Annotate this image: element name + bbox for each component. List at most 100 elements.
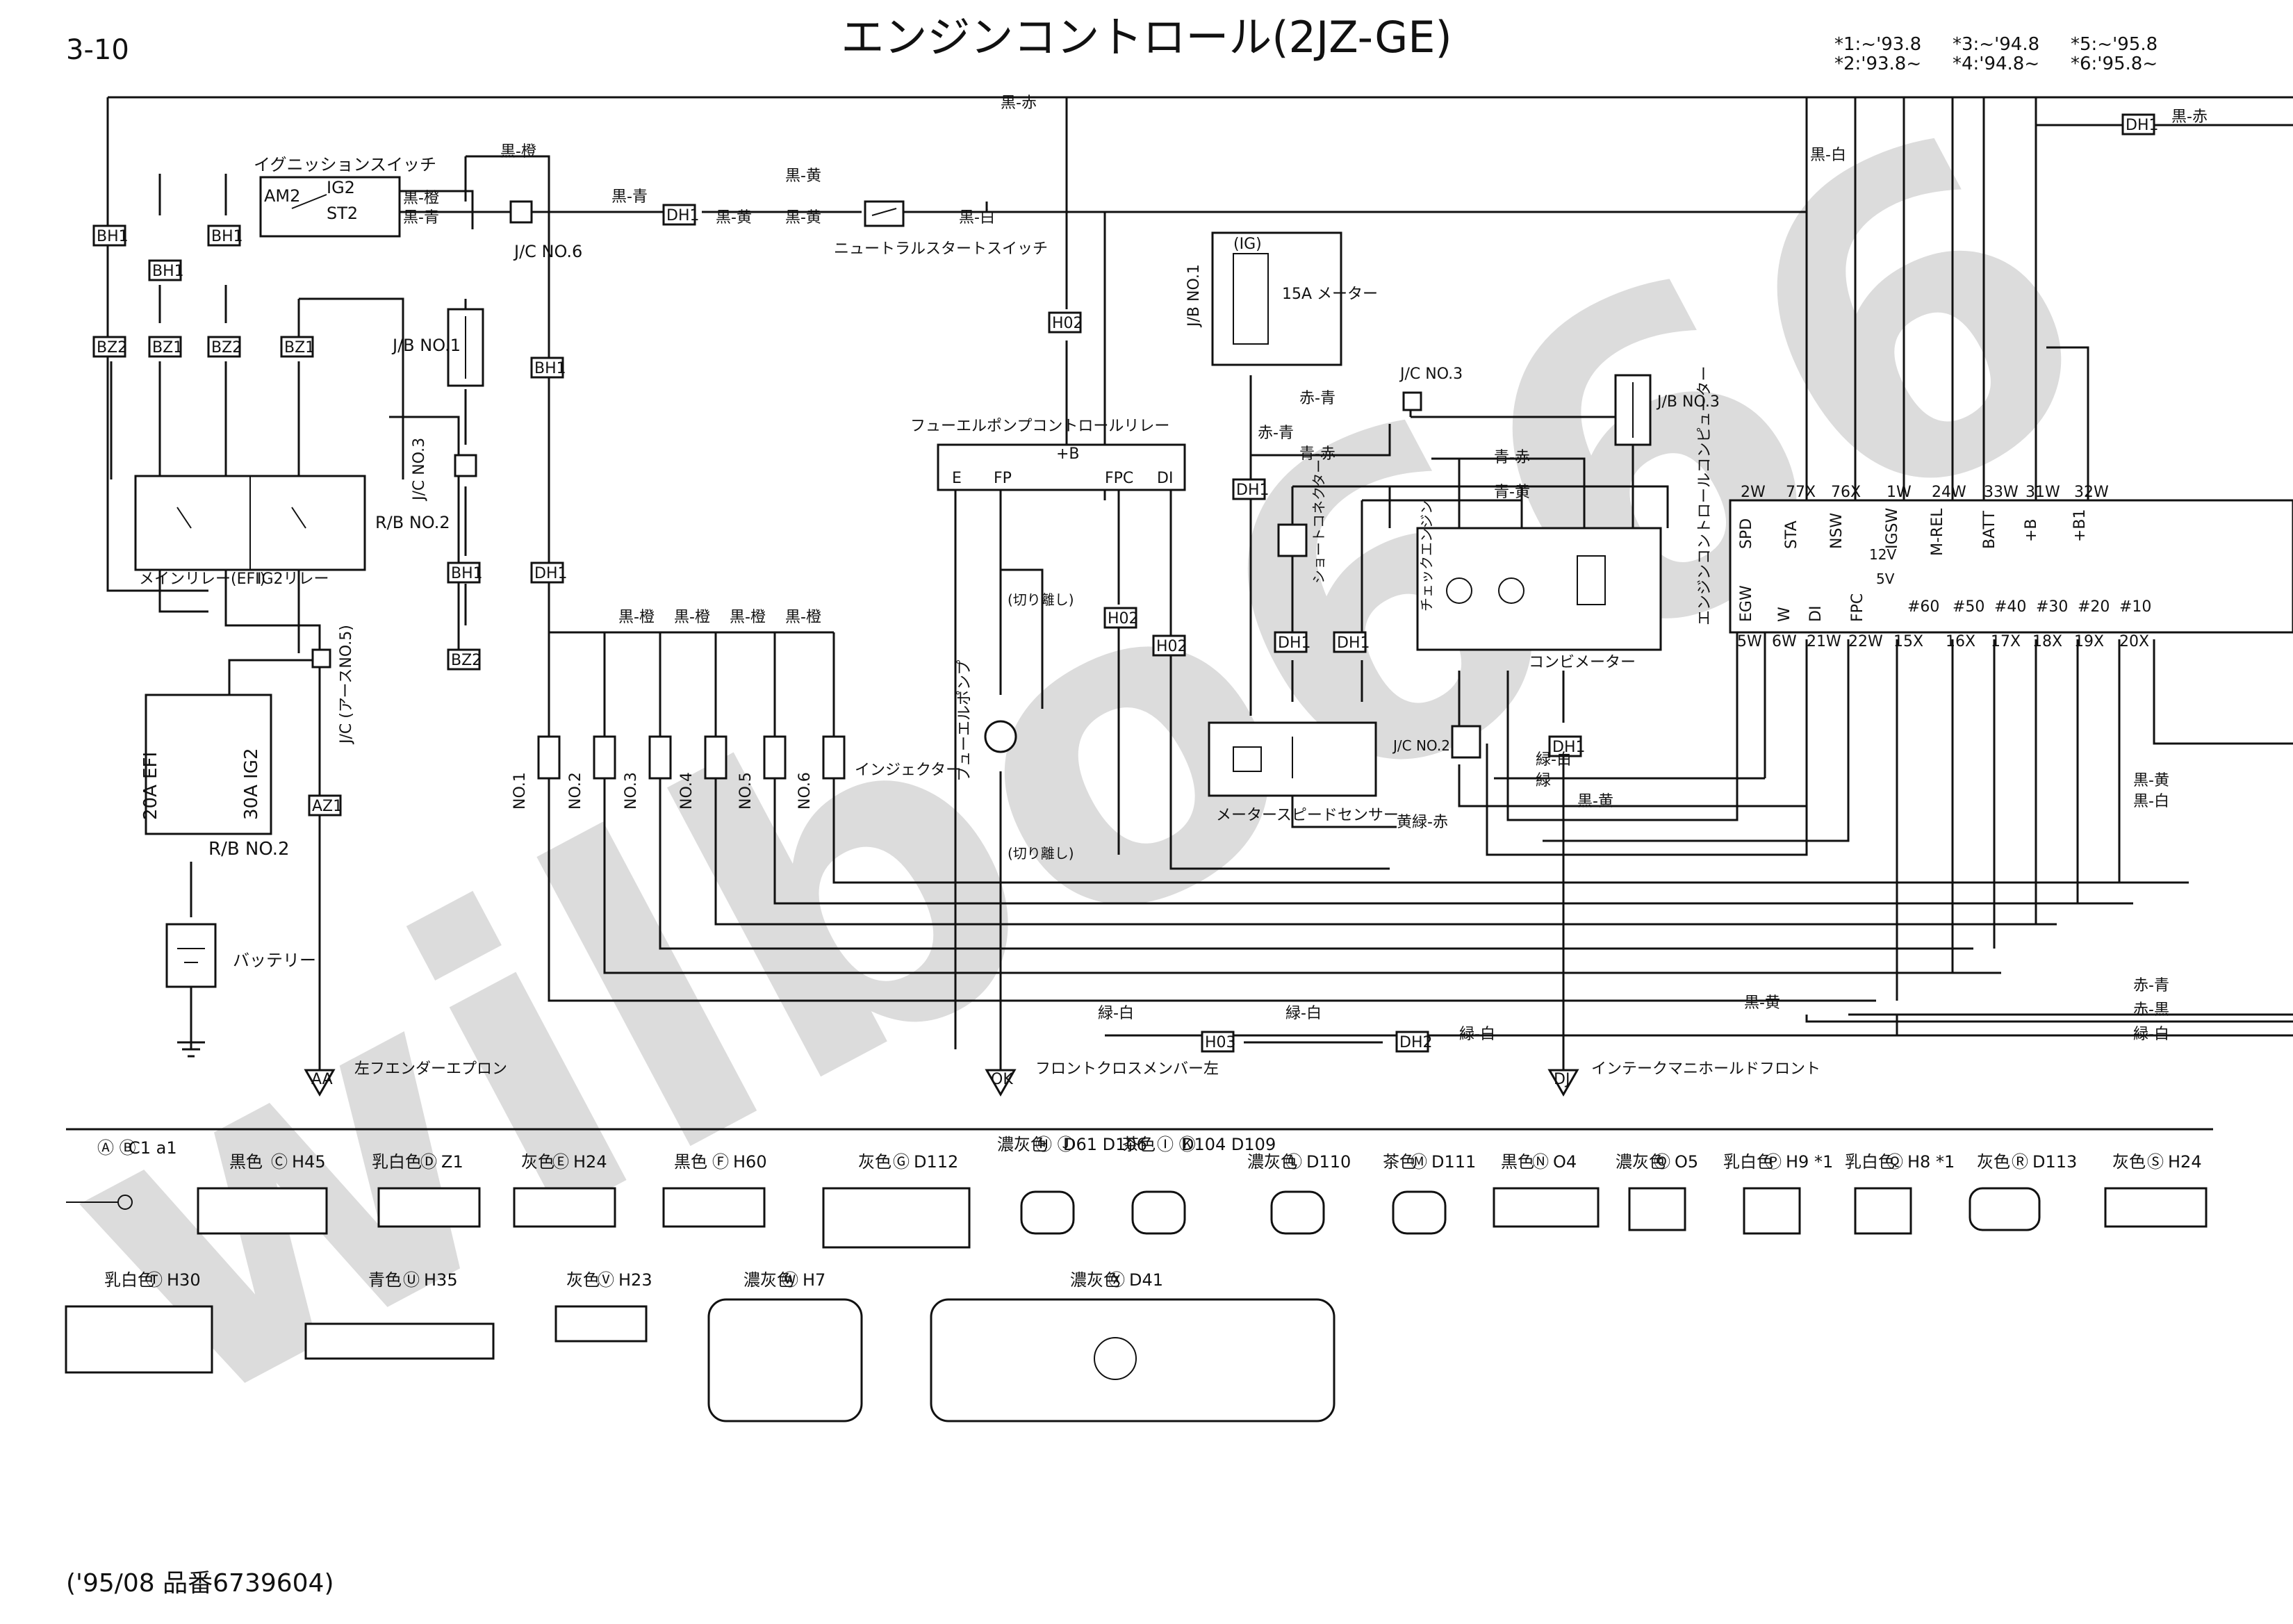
jc-no6-label: J/C NO.6 <box>513 242 582 261</box>
legend-item-f-letters: Ⓕ <box>712 1152 729 1172</box>
ground-dj-code: DJ <box>1554 1071 1570 1088</box>
note-4: *4:'94.8~ <box>1953 54 2039 74</box>
wire-labels: 黒-赤 黒-橙 黒-橙 黒-青 黒-青 黒-黄 黒-黄 黒-黄 黒-白 黒-赤 … <box>403 95 2208 1043</box>
wire-label-7: 黒-黄 <box>785 167 821 185</box>
jc-no3-left: J/C NO.3 <box>411 438 477 502</box>
wire-label-6: 黒-黄 <box>716 209 752 227</box>
ig2-relay-label: IG2リレー <box>257 571 329 588</box>
legend-item-d-color: 乳白色 <box>372 1152 422 1172</box>
legend-item-d-name: Z1 <box>441 1152 463 1172</box>
legend-item-c-color: 黒色 <box>229 1152 263 1172</box>
note-1: *1:~'93.8 <box>1834 34 1921 55</box>
connector-bz2-20: BZ2 <box>211 339 242 356</box>
meter-fuse: (IG) 15A メーター J/B NO.1 <box>1185 231 1378 366</box>
ecu-bottom-label-5: #60 <box>1907 598 1939 616</box>
ig2-label: IG2 <box>327 178 355 197</box>
legend-item-hj-letters: Ⓗ Ⓙ <box>1035 1135 1074 1154</box>
combination-meter: チェックエンジン コンビメーター <box>1416 500 1662 671</box>
ecu-bottom-pin-10: 20X <box>2119 633 2149 650</box>
battery: バッテリー <box>165 923 316 1058</box>
ecu-bottom-label-6: #50 <box>1953 598 1984 616</box>
legend-item-r-letters: Ⓡ <box>2012 1152 2028 1172</box>
legend-item-ab-name: C1 a1 <box>129 1138 177 1158</box>
wire-label-24: 赤-青 <box>2133 977 2169 994</box>
wire-label-31: 黒-黄 <box>2133 772 2169 789</box>
legend-item-ik-letters: Ⓘ Ⓚ <box>1157 1135 1196 1154</box>
legend-item-n-name: O4 <box>1553 1152 1577 1172</box>
ig2-fuse-label: 30A IG2 <box>241 748 262 821</box>
connector-dh1-f6: DH1 <box>534 565 567 582</box>
legend-item-hj-color: 濃灰色 <box>997 1135 1047 1154</box>
ecu-bottom-label-2: W <box>1776 607 1793 622</box>
ecu-top-label-6: BATT <box>1981 511 1998 549</box>
legend-item-q-name: H8 *1 <box>1907 1152 1955 1172</box>
combination-meter-label: コンビメーター <box>1529 654 1636 671</box>
legend-item-v-color: 灰色 <box>566 1270 600 1290</box>
legend-item-s-color: 灰色 <box>2112 1152 2146 1172</box>
ecu-bottom-label-8: #30 <box>2036 598 2068 616</box>
jc-no3-label: J/C NO.3 <box>1399 366 1463 383</box>
connector-dh1-f3: DH1 <box>1337 634 1370 652</box>
legend-item-ik-color: 茶色 <box>1122 1135 1156 1154</box>
legend-item-p-color: 乳白色 <box>1723 1152 1773 1172</box>
wire-label-11: 赤-青 <box>1299 390 1335 407</box>
ecu-bottom-label-1: EGW <box>1738 585 1755 622</box>
legend-item-t-name: H30 <box>167 1270 201 1290</box>
wire-label-1: 黒-赤 <box>1001 95 1037 112</box>
ground-dj-label: インテークマニホールドフロント <box>1591 1060 1821 1078</box>
jc-no6: J/C NO.6 <box>509 200 582 261</box>
ecu-bottom-pin-3: 21W <box>1807 633 1841 650</box>
ecu-top-pin-8: 32W <box>2074 484 2109 501</box>
jb-no3-label: J/B NO.3 <box>1656 393 1720 411</box>
rb-no2-fuse-label: R/B NO.2 <box>208 839 290 860</box>
wire-label-20: 緑-白 <box>1536 751 1572 769</box>
legend-item-u-letters: Ⓤ <box>403 1270 420 1290</box>
relay-fpc-terminal: FPC <box>1105 470 1133 487</box>
legend-item-x-letters: Ⓧ <box>1108 1270 1125 1290</box>
inline-connectors: BH1 BH1 BH1 BZ2 BZ1 BZ2 BZ1 DH1 BH1 BH1 … <box>92 113 2158 1053</box>
jb-no1: J/B NO.1 <box>391 308 484 387</box>
legend-item-c-name: H45 <box>292 1152 326 1172</box>
connector-dh1-e4: DH1 <box>666 207 699 224</box>
neutral-start-switch: ニュートラルスタートスイッチ <box>834 200 1048 258</box>
legend-item-t-color: 乳白色 <box>104 1270 154 1290</box>
jc-no2: J/C NO.2 <box>1392 725 1481 759</box>
connector-legend-row1: Ⓐ Ⓑ C1 a1 黒色 Ⓒ H45 乳白色 Ⓓ Z1 灰色 Ⓔ H24 黒色 … <box>66 1135 2208 1249</box>
ecu-top-pin-4: 1W <box>1887 484 1912 501</box>
legend-item-w-name: H7 <box>803 1270 825 1290</box>
wire-label-14: 青-赤 <box>1299 445 1335 463</box>
legend-item-e-letters: Ⓔ <box>552 1152 569 1172</box>
connector-az1-16: AZ1 <box>312 798 343 815</box>
legend-item-x-color: 濃灰色 <box>1070 1270 1120 1290</box>
connector-bh1-b23: BH1 <box>451 565 483 582</box>
legend-item-o-letters: Ⓞ <box>1654 1152 1670 1172</box>
wire-label-3: 黒-橙 <box>403 190 439 207</box>
ecu-bottom-pin-6: 16X <box>1946 633 1975 650</box>
fuel-pump: フューエルポンプ (切り離し) (切り離し) <box>956 591 1074 862</box>
connector-bz1-6: BZ1 <box>152 339 183 356</box>
legend-item-e-name: H24 <box>573 1152 607 1172</box>
ecu-bottom-pin-4: 22W <box>1848 633 1883 650</box>
st2-label: ST2 <box>327 204 358 223</box>
wire-label-22: 黒-黄 <box>1577 793 1613 810</box>
connector-legend-row2: 乳白色 Ⓣ H30 青色 Ⓤ H35 灰色 Ⓥ H23 濃灰色 Ⓦ H7 濃灰色… <box>65 1270 1335 1422</box>
wire-label-18: 黒-橙 <box>730 609 766 626</box>
main-relay-label: メインリレー(EFI) <box>139 571 265 588</box>
legend-item-hj-name: D61 D106 <box>1063 1135 1147 1154</box>
injector-3: NO.3 <box>623 772 640 810</box>
injector-5: NO.5 <box>737 772 755 810</box>
legend-item-q-letters: Ⓠ <box>1887 1152 1903 1172</box>
injector-6: NO.6 <box>796 772 814 810</box>
wire-label-23: 黄緑-赤 <box>1397 814 1448 831</box>
wire-label-2: 黒-橙 <box>500 143 536 161</box>
legend-item-o-color: 濃灰色 <box>1616 1152 1666 1172</box>
wire-label-26: 赤-黒 <box>2133 1001 2169 1019</box>
connector-dh1-e14: DH1 <box>1236 482 1269 499</box>
notes: *1:~'93.8 *2:'93.8~ *3:~'94.8 *4:'94.8~ … <box>1834 34 2158 74</box>
injector-4: NO.4 <box>678 772 696 810</box>
legend-item-v-letters: Ⓥ <box>598 1270 614 1290</box>
relay-fp-terminal: FP <box>994 470 1012 487</box>
wire-label-25: 黒-黄 <box>1744 994 1780 1012</box>
wire-label-8: 黒-黄 <box>785 209 821 227</box>
